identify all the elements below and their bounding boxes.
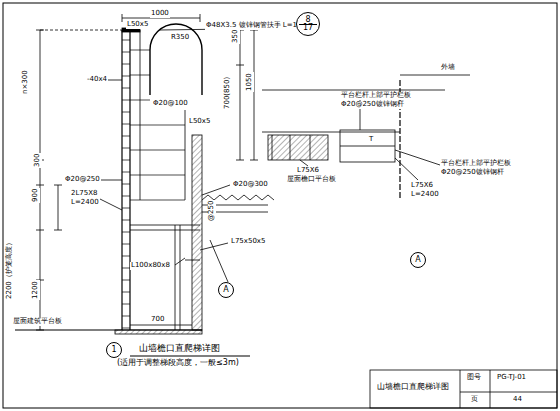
dimension-text: 1200 [32,280,40,300]
annotation-label: 图号 [466,374,482,382]
annotation-label: L50x5 [126,21,149,29]
callout-circle: 817 [296,12,320,36]
dimension-text: 900 [32,188,40,203]
annotation-label: 平台栏杆上部平护栏板 [440,160,512,168]
dimension-text: 1050 [246,72,254,92]
annotation-label: Φ20@250镀锌钢杆 [340,101,405,109]
callout-number: A [223,286,228,294]
annotation-label: PG-TJ-01 [496,374,527,382]
annotation-label: Φ20@250 [64,176,101,184]
annotation-label: 外墙 [440,64,456,72]
annotation-label: L=2400 [70,199,100,207]
dimension-text: 350 [232,29,240,44]
callout-number: 17 [303,24,313,32]
annotation-label: L75x50x5 [230,238,266,246]
callout-number: 8 [305,16,310,24]
dimension-text: n×300 [22,69,30,95]
callout-circle: A [410,252,426,268]
annotation-label: L75X6 [410,182,434,190]
annotation-label: Φ20@100 [152,100,189,108]
annotation-label: T [368,136,374,144]
annotation-label: 700 [150,316,165,324]
annotation-label: L50x5 [188,118,211,126]
dimension-text: 2200（护笼高度） [6,238,14,300]
callout-circle: A [218,282,234,298]
callout-number: 1 [111,346,116,354]
drawing-title: 山墙檐口直爬梯详图 [138,344,221,354]
dimension-text: 700(850) [224,76,232,110]
annotation-label: 屋面建筑平台板 [12,318,63,326]
dimension-text: 300 [34,153,42,168]
annotation-label: L75X6 [296,167,320,175]
annotation-label: Φ20@300 [232,181,269,189]
drawing-caption: (适用于调整梯段高度，一般≤3m) [116,359,240,368]
annotation-label: 屋面檐口平台板 [286,176,337,184]
annotation-label: 平台栏杆上部平护栏板 [340,92,412,100]
callout-circle: 1 [106,342,122,358]
annotation-label: L=2400 [410,191,440,199]
annotation-label: 2L75X8 [70,190,99,198]
dimension-text: @250 [208,200,216,222]
annotation-label: Φ20@250镀锌钢杆 [440,169,505,177]
annotation-label: -40x4 [86,76,108,84]
annotation-label: 1000 [150,10,170,18]
callout-number: A [415,256,420,264]
annotation-label: R350 [170,34,190,42]
annotation-label: L100x80x8 [130,262,171,270]
annotation-label: 山墙檐口直爬梯详图 [376,383,450,392]
annotation-label: 44 [512,396,523,404]
annotation-label: 页 [470,396,479,404]
